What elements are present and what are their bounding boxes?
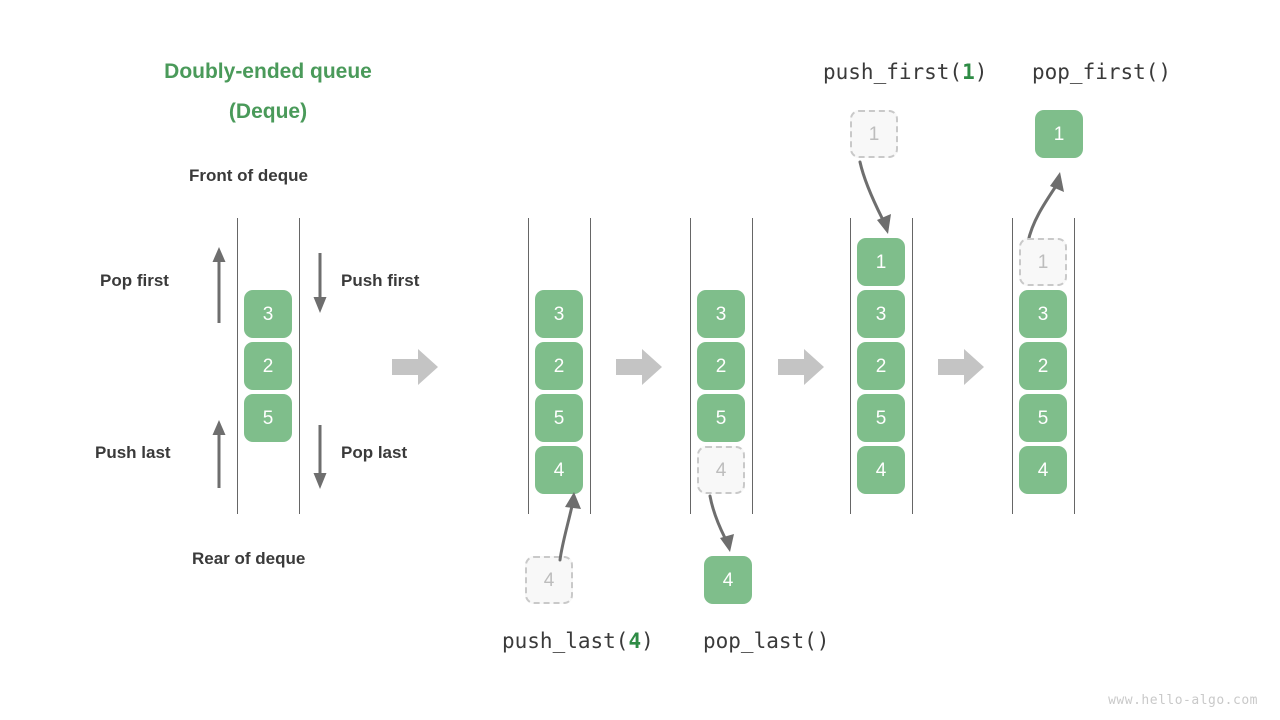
pop-last-operation-label: pop_last() [703, 629, 829, 653]
transition-arrow-icon [616, 349, 662, 385]
deque-cell: 2 [857, 342, 905, 390]
ghost-cell-removed: 4 [697, 446, 745, 494]
deque-cell: 5 [857, 394, 905, 442]
push-last-fn-name: push_last( [502, 629, 629, 653]
ghost-cell-incoming: 1 [850, 110, 898, 158]
deque-cell: 3 [244, 290, 292, 338]
deque-rail-left-p3 [690, 218, 691, 514]
pop-last-fn-name: pop_last() [703, 629, 830, 653]
pop-last-label: Pop last [341, 443, 408, 462]
push-first-close-paren: ) [974, 60, 988, 84]
pop-last-arrow [313, 425, 327, 489]
push-last-arrow [212, 420, 226, 488]
pop-first-arrow [212, 247, 226, 323]
deque-cell: 2 [697, 342, 745, 390]
deque-cell: 3 [535, 290, 583, 338]
push-first-arg: 1 [962, 60, 975, 84]
deque-cell: 2 [244, 342, 292, 390]
deque-cell: 5 [244, 394, 292, 442]
push-last-operation-label: push_last(4) [502, 629, 654, 653]
pop-last-motion-arrow [708, 494, 734, 552]
deque-rail-right-p3 [752, 218, 753, 514]
deque-rail-right-p2 [590, 218, 591, 514]
page-title-line1: Doubly-ended queue [164, 60, 372, 83]
push-last-motion-arrow [558, 492, 581, 562]
deque-cell: 5 [535, 394, 583, 442]
deque-cell-new: 1 [857, 238, 905, 286]
pop-first-fn-name: pop_first() [1032, 60, 1172, 84]
deque-cell: 2 [1019, 342, 1067, 390]
deque-cell: 4 [857, 446, 905, 494]
ghost-cell-removed: 1 [1019, 238, 1067, 286]
deque-rail-right-p1 [299, 218, 300, 514]
deque-rail-left-p4 [850, 218, 851, 514]
page-title-line2: (Deque) [228, 100, 308, 123]
push-first-motion-arrow [858, 160, 891, 234]
rear-of-deque-label: Rear of deque [192, 549, 306, 568]
push-last-arg: 4 [628, 629, 642, 653]
deque-cell: 3 [697, 290, 745, 338]
deque-cell: 3 [857, 290, 905, 338]
ghost-cell-incoming: 4 [525, 556, 573, 604]
push-first-arrow [313, 253, 327, 313]
transition-arrow-icon [938, 349, 984, 385]
front-of-deque-label: Front of deque [189, 166, 308, 185]
deque-rail-right-p5 [1074, 218, 1075, 514]
deque-cell: 3 [1019, 290, 1067, 338]
transition-arrow-icon [778, 349, 824, 385]
deque-cell: 5 [1019, 394, 1067, 442]
push-first-operation-label: push_first(1) [823, 60, 987, 84]
deque-rail-left-p1 [237, 218, 238, 514]
deque-rail-left-p5 [1012, 218, 1013, 514]
pop-first-label: Pop first [100, 271, 169, 290]
watermark: www.hello-algo.com [1108, 693, 1258, 708]
deque-rail-left-p2 [528, 218, 529, 514]
push-last-close-paren: ) [641, 629, 654, 653]
push-first-label: Push first [341, 271, 420, 290]
deque-cell-new: 4 [535, 446, 583, 494]
deque-cell: 2 [535, 342, 583, 390]
ejected-cell: 1 [1035, 110, 1083, 158]
push-first-fn-name: push_first( [823, 60, 963, 84]
pop-first-operation-label: pop_first() [1032, 60, 1171, 84]
pop-first-motion-arrow [1026, 172, 1064, 244]
push-last-label: Push last [95, 443, 171, 462]
deque-cell: 4 [1019, 446, 1067, 494]
ejected-cell: 4 [704, 556, 752, 604]
deque-rail-right-p4 [912, 218, 913, 514]
transition-arrow-icon [392, 349, 438, 385]
deque-cell: 5 [697, 394, 745, 442]
